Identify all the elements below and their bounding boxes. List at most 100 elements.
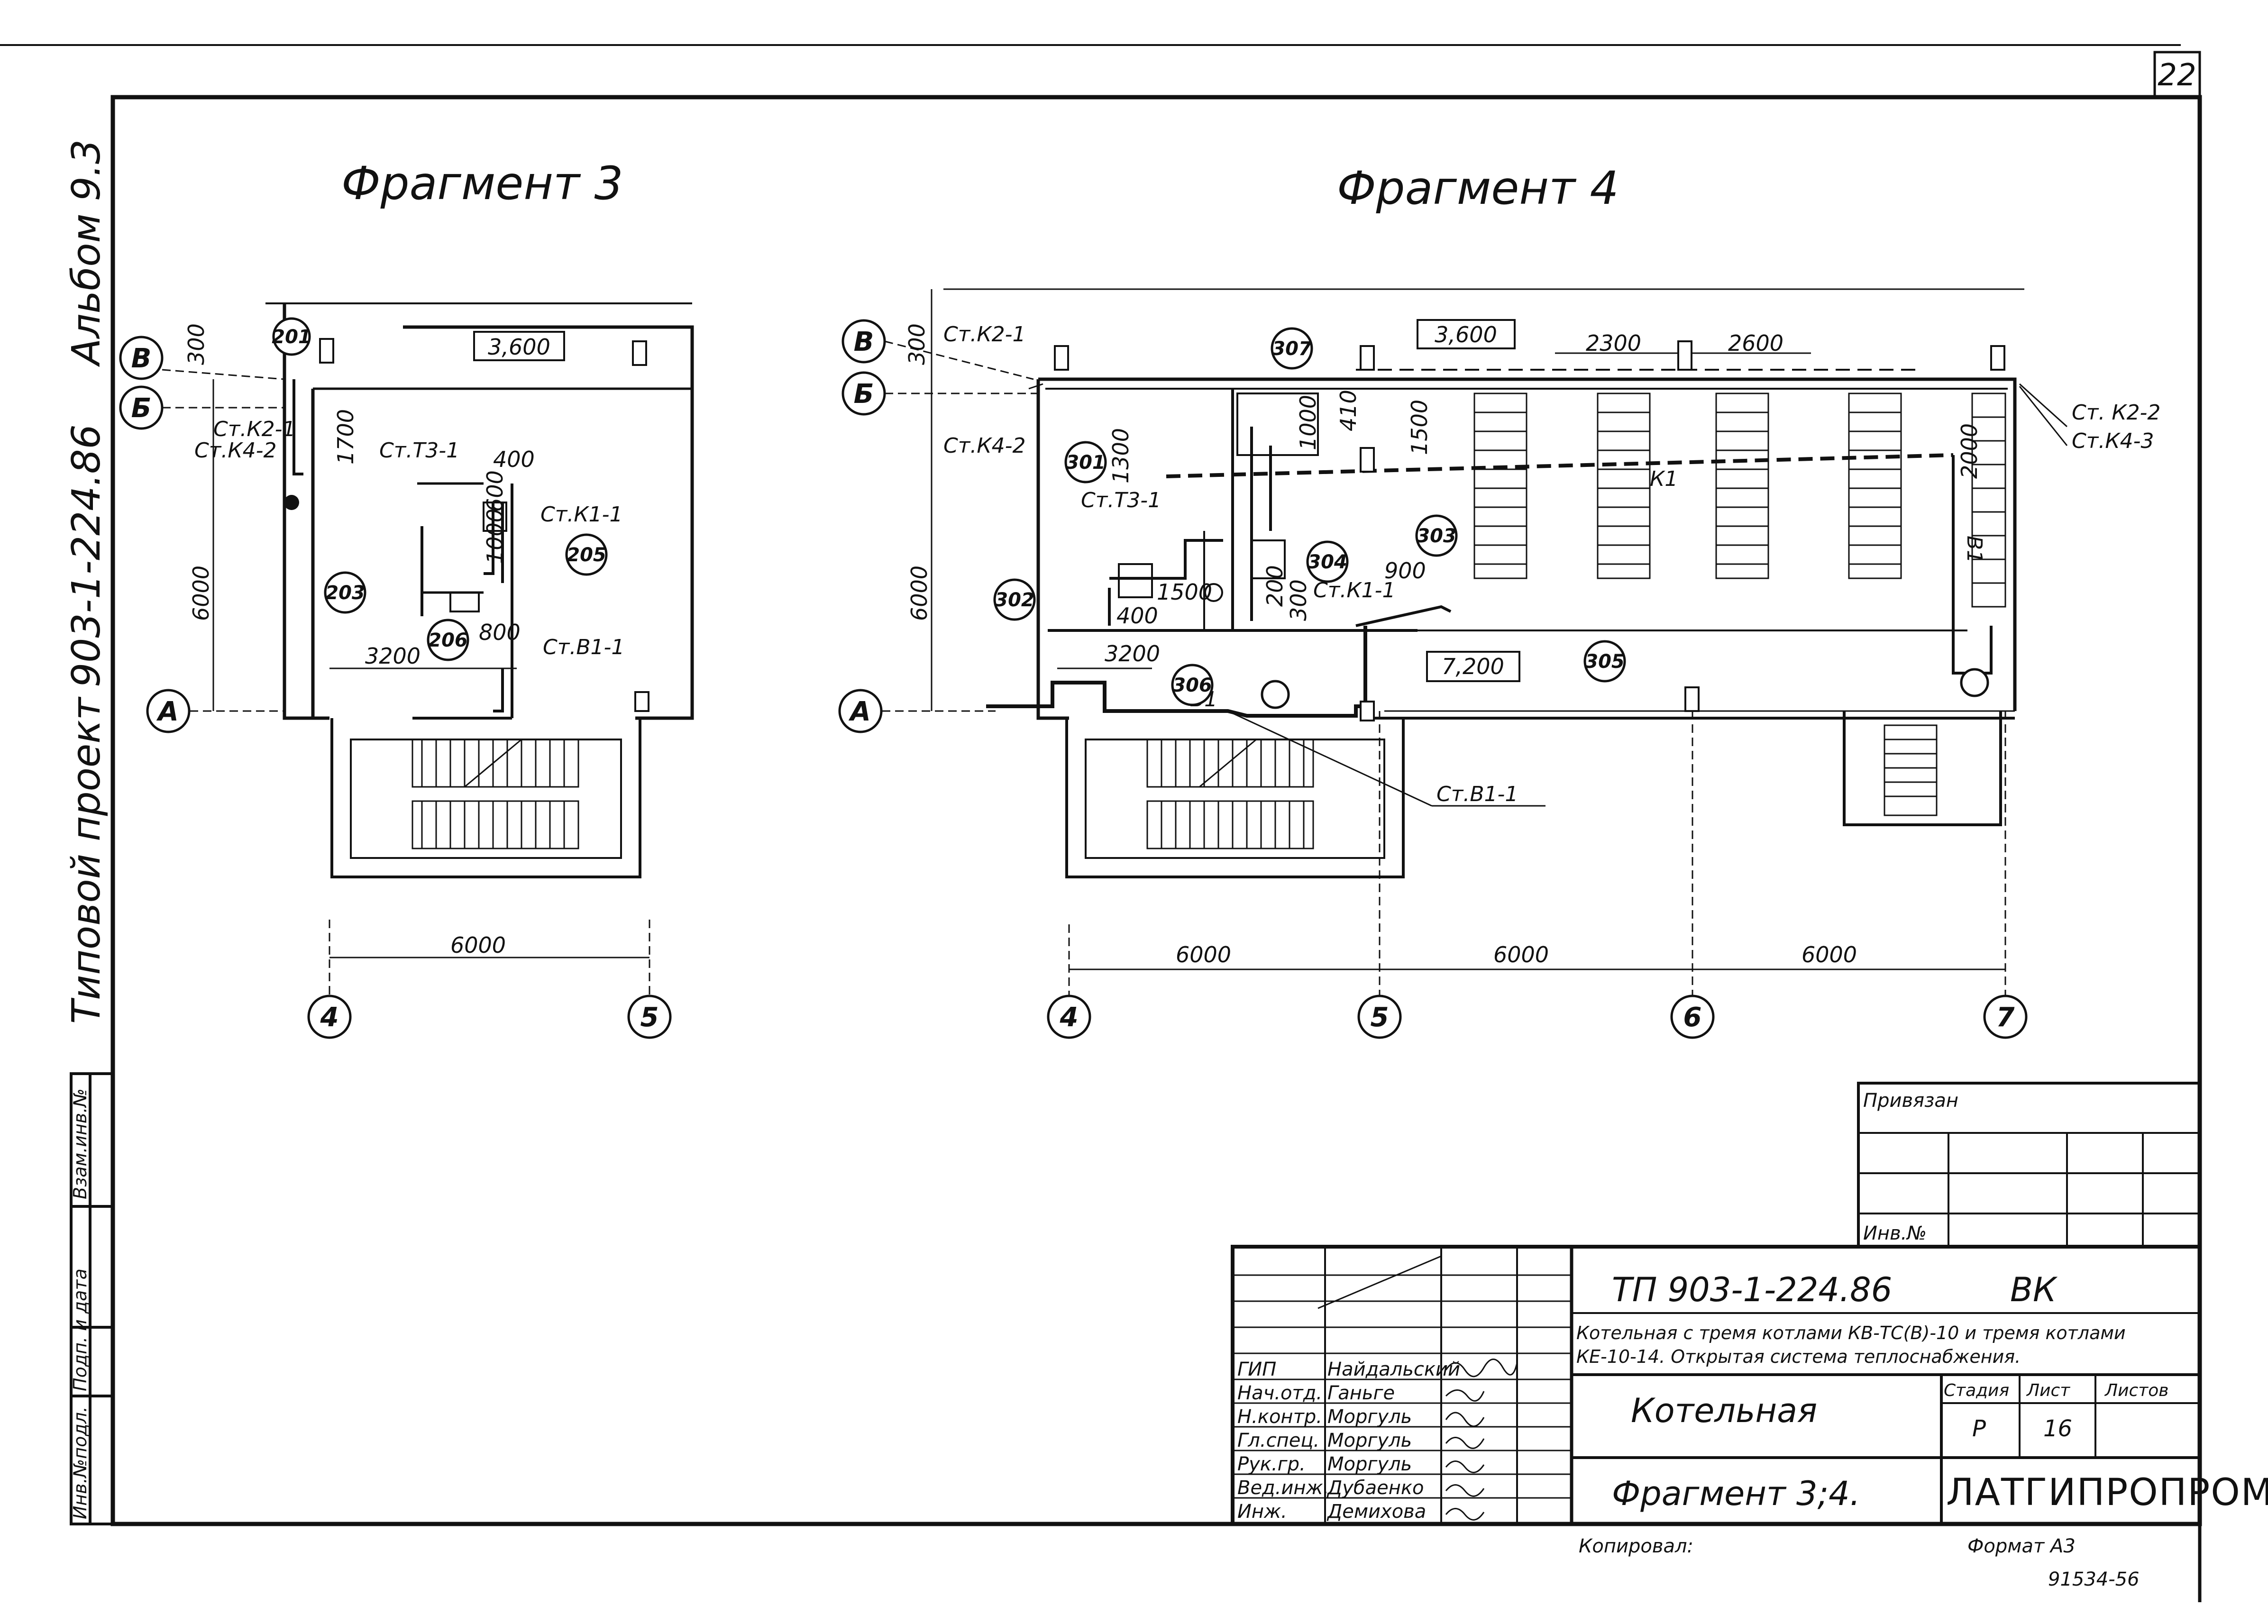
f4-axis-5: 5 <box>1371 1002 1389 1033</box>
tb-copied: Копировал: <box>1579 1535 1693 1557</box>
f4-dim-1300: 1300 <box>1108 428 1134 484</box>
f3-dim-800: 800 <box>479 620 521 645</box>
f3-label-k4: Ст.К4-2 <box>194 438 276 463</box>
f4-room-301: 301 <box>1066 452 1106 474</box>
f3-dim-6000-h: 6000 <box>450 932 506 958</box>
f4-label-k21: Ст.К2-1 <box>943 322 1025 347</box>
f4-dim-6000-v: 6000 <box>906 566 932 621</box>
tb-col-stage: Стадия <box>1944 1381 2009 1400</box>
f4-room-306: 306 <box>1172 675 1212 696</box>
f3-dim-300: 300 <box>183 323 209 365</box>
tb-code: ТП 903-1-224.86 <box>1612 1270 1892 1309</box>
side-box-sign: Подп. и дата <box>70 1268 91 1391</box>
f4-dim-1500b: 1500 <box>1157 579 1212 605</box>
f4-line-k1: К1 <box>1650 467 1678 491</box>
fragment4: Фрагмент 4 В Б А 4 5 6 7 <box>319 162 2160 1039</box>
f4-dim-2000: 2000 <box>1957 423 1982 479</box>
f4-dim-200: 200 <box>1262 565 1288 607</box>
f4-label-t31: Ст.Т3-1 <box>1081 488 1161 512</box>
f4-dim-6000-c: 6000 <box>1802 942 1857 967</box>
f3-dim-6000-v: 6000 <box>188 566 214 621</box>
side-box-inv: Инв.№подл. <box>70 1406 91 1519</box>
f4-axis-6: 6 <box>1683 1002 1702 1033</box>
f3-axis-4: 4 <box>320 1002 339 1033</box>
f3-label-t3: Ст.Т3-1 <box>379 438 459 463</box>
side-project-code: 903-1-224.86 <box>64 424 109 687</box>
tb-name-4: Моргуль <box>1327 1453 1412 1475</box>
tb-description-2: КЕ-10-14. Открытая система теплоснабжени… <box>1576 1346 2021 1367</box>
f3-axis-v: В <box>131 343 152 374</box>
f4-dim-2300: 2300 <box>1586 330 1641 356</box>
side-album: Альбом 9.3 <box>64 139 109 367</box>
tb-name-5: Дубаенко <box>1326 1477 1424 1499</box>
f4-axis-b: Б <box>854 379 874 410</box>
side-project-type: Типовой проект <box>64 696 109 1024</box>
f4-axis-4: 4 <box>1060 1002 1079 1033</box>
f3-axis-5: 5 <box>640 1002 659 1033</box>
f3-label-k1: Ст.К1-1 <box>540 502 622 527</box>
side-box-replace: Взам.инв.№ <box>70 1088 91 1199</box>
fragment4-title: Фрагмент 4 <box>1337 162 1619 215</box>
f3-axis-b: Б <box>131 393 152 424</box>
tb-name-2: Моргуль <box>1327 1406 1412 1428</box>
f4-dim-2600: 2600 <box>1728 330 1783 356</box>
tb-role-5: Вед.инж. <box>1237 1477 1329 1499</box>
tb-drawing: Фрагмент 3;4. <box>1612 1474 1860 1513</box>
f4-label-b11: Ст.В1-1 <box>1436 782 1518 806</box>
f4-dim-400: 400 <box>1116 603 1158 629</box>
tb-archive: 91534-56 <box>2048 1569 2140 1590</box>
tb-role-6: Инж. <box>1237 1501 1287 1523</box>
tb-description-1: Котельная с тремя котлами КВ-ТС(В)-10 и … <box>1576 1323 2126 1343</box>
tb-name-1: Ганьге <box>1327 1382 1395 1404</box>
tb-name-0: Найдальский <box>1327 1359 1460 1380</box>
f4-room-307: 307 <box>1272 338 1312 360</box>
tb-sheet-no: 16 <box>2043 1415 2072 1442</box>
f4-dim-300: 300 <box>904 323 930 365</box>
tb-stage: Р <box>1972 1415 1986 1442</box>
tb-name-3: Моргуль <box>1327 1430 1412 1451</box>
tb-role-4: Рук.гр. <box>1237 1453 1306 1475</box>
tb-col-sheet: Лист <box>2026 1381 2070 1400</box>
sheet-number: 22 <box>2158 58 2196 93</box>
f4-dim-6000-a: 6000 <box>1176 942 1231 967</box>
f4-dim-6000-b: 6000 <box>1493 942 1549 967</box>
tb-name-6: Демихова <box>1326 1501 1426 1523</box>
f4-label-k22: Ст. К2-2 <box>2072 401 2160 425</box>
fragment3-title: Фрагмент 3 <box>341 157 623 210</box>
boilers <box>1146 392 2006 849</box>
f3-level: 3,600 <box>488 334 550 360</box>
side-boxes <box>70 1072 114 1525</box>
f3-room-203: 203 <box>325 582 365 604</box>
fragment3: Фрагмент 3 В Б А 4 5 300 1700 6000 3200 <box>119 157 694 1039</box>
f4-room-302: 302 <box>995 589 1034 611</box>
f3-label-k2: Ст.К2-1 <box>213 417 295 441</box>
f4-dim-300b: 300 <box>1286 579 1311 621</box>
f3-room-206: 206 <box>428 630 468 651</box>
f4-axis-a: А <box>848 696 870 727</box>
f4-dim-1000: 1000 <box>1295 395 1321 450</box>
tb-role-1: Нач.отд. <box>1237 1382 1322 1404</box>
f4-room-305: 305 <box>1585 651 1625 673</box>
f3-axis-a: А <box>156 696 178 727</box>
f4-room-304: 304 <box>1308 551 1347 573</box>
title-block <box>1231 1082 2202 1526</box>
f4-label-k42: Ст.К4-2 <box>943 434 1025 458</box>
f4-dim-410: 410 <box>1335 390 1361 431</box>
tb-inv: Инв.№ <box>1863 1223 1927 1244</box>
tb-role-2: Н.контр. <box>1237 1406 1322 1428</box>
tb-building: Котельная <box>1631 1391 1817 1430</box>
f4-dim-1500: 1500 <box>1407 400 1432 455</box>
f3-dim-400: 400 <box>493 447 535 472</box>
f4-level-bottom: 7,200 <box>1442 654 1504 679</box>
f3-label-b1: Ст.В1-1 <box>543 635 624 659</box>
tb-org: ЛАТГИПРОПРОМ <box>1946 1471 2268 1514</box>
tb-format: Формат А3 <box>1967 1535 2076 1557</box>
signatures <box>1445 1359 1518 1521</box>
f4-axis-v: В <box>854 327 874 357</box>
f3-room-205: 205 <box>567 544 606 566</box>
f4-level-top: 3,600 <box>1435 322 1497 347</box>
f3-dim-3200: 3200 <box>365 643 421 669</box>
f3-dim-1700: 1700 <box>333 409 358 465</box>
f4-label-k43: Ст.К4-3 <box>2072 429 2154 453</box>
